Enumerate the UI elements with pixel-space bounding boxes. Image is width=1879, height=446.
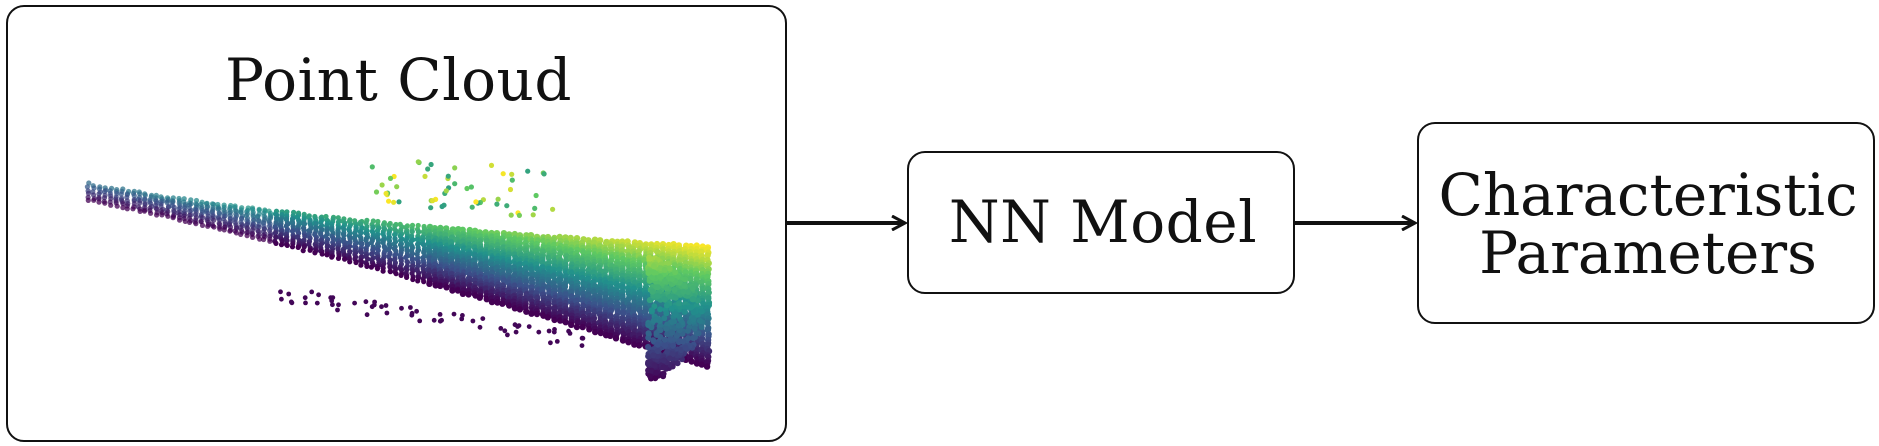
point-cloud-dots — [84, 159, 713, 382]
point-cloud-label: Point Cloud — [224, 46, 573, 114]
nn-model-node: NN Model — [907, 151, 1295, 294]
characteristic-parameters-label: Characteristic Parameters — [1419, 166, 1877, 282]
point-cloud-node: Point Cloud — [6, 5, 787, 442]
characteristic-parameters-line-1: Characteristic — [1438, 161, 1858, 229]
characteristic-parameters-node: Characteristic Parameters — [1417, 122, 1875, 324]
characteristic-parameters-line-2: Parameters — [1479, 219, 1817, 287]
nn-model-label: NN Model — [948, 188, 1258, 256]
point-cloud-visualization — [84, 159, 713, 382]
